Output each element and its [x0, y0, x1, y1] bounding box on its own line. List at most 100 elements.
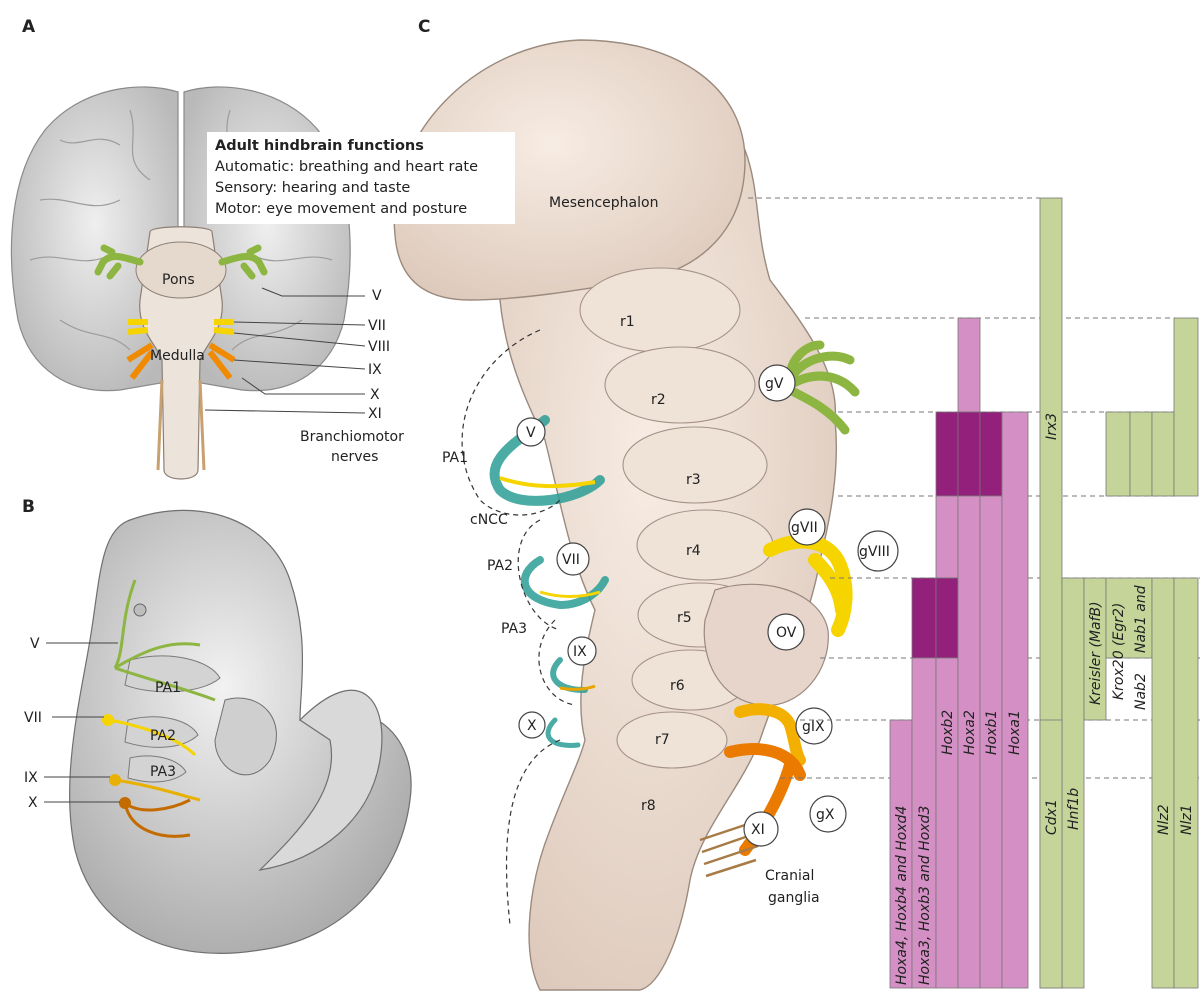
embryo-label-v: V [30, 636, 40, 652]
gene-label-hoxa1: Hoxa1 [1007, 710, 1023, 755]
stream-label-ix: IX [573, 644, 587, 660]
stream-badge-ix [567, 636, 597, 666]
hoxa2-dark [957, 411, 981, 497]
embryo-ganglion-vii [102, 714, 114, 726]
ganglion-gix-badge [795, 707, 833, 745]
ganglion-gviii-label: gVIII [859, 544, 890, 560]
embryo-label-x: X [28, 795, 38, 811]
arch-dashed-outlines [461, 329, 576, 926]
branchiomotor-caption-line2: nerves [331, 449, 378, 465]
panel-b: B V VII IX X PA1 PA2 PA3 [22, 497, 412, 954]
embryo-tail [258, 689, 383, 871]
rhombomere-outlines [579, 267, 774, 769]
adult-hindbrain-functions-box: Adult hindbrain functions Automatic: bre… [207, 132, 515, 224]
pharyngeal-arches [124, 655, 221, 783]
ganglion-gviii-badge [857, 530, 899, 572]
krox20-upper [1105, 411, 1131, 497]
embryo-label-pa3: PA3 [150, 764, 176, 780]
nab-upper [1129, 411, 1153, 497]
brain-left-hemisphere [10, 86, 179, 392]
pons-region [135, 241, 227, 299]
gene-label-hoxb1: Hoxb1 [984, 710, 1000, 755]
rhombomere-r1: r1 [620, 314, 635, 330]
panel-a-letter: A [22, 17, 36, 37]
gene-label-nlz2: Nlz2 [1156, 804, 1172, 835]
gene-label-cdx1: Cdx1 [1044, 799, 1060, 835]
rhombomere-r8: r8 [641, 798, 656, 814]
gene-label-irx3: Irx3 [1044, 413, 1060, 440]
hoxb2-light-mid [935, 495, 959, 579]
gene-label-hox3: Hoxa3, Hoxb3 and Hoxd3 [917, 806, 933, 985]
functions-box-line-motor: Motor: eye movement and posture [215, 201, 468, 217]
functions-box-line-automatic: Automatic: breathing and heart rate [215, 159, 479, 175]
stream-label-v: V [526, 425, 536, 441]
mesencephalon [393, 39, 746, 301]
hox-col-3-dark [911, 577, 937, 659]
nerve-vii-viii-left [127, 319, 149, 335]
pons-label: Pons [162, 272, 195, 288]
embryo-nerve-v [113, 579, 216, 702]
nerve-xi-badge [743, 811, 779, 847]
gene-label-nab-line1: Nab1 and [1133, 585, 1149, 653]
cncc-label: cNCC [470, 512, 508, 528]
nerve-xi-shape [699, 818, 761, 878]
embryo-nerve-vii [109, 718, 197, 757]
nerve-xi-left [156, 379, 164, 471]
panel-c: C Mesencephalon r1 r2 r3 r4 r5 r6 r7 r8 … [393, 17, 1200, 991]
stream-label-vii: VII [562, 552, 580, 568]
nerve-label-xi: XI [368, 406, 382, 422]
nerve-xi-label: XI [751, 822, 765, 838]
gene-label-hoxa2: Hoxa2 [962, 710, 978, 755]
nerve-v-left [94, 244, 144, 280]
embryo-label-ix: IX [24, 770, 38, 786]
ganglion-gx-shape [724, 743, 806, 856]
krox20-nab-lower [1105, 577, 1153, 659]
nerve-label-x: X [370, 387, 380, 403]
embryo-label-pa2: PA2 [150, 728, 176, 744]
stream-badge-v [516, 417, 546, 447]
arch-label-pa1: PA1 [442, 450, 468, 466]
hoxb2-dark-lower [935, 577, 959, 659]
panel-b-leader-lines [44, 642, 120, 803]
hoxb2-dark-upper [935, 411, 959, 497]
ganglion-gix-shape [734, 703, 806, 766]
stream-badge-x [518, 711, 546, 739]
hnf1b-col [1061, 577, 1085, 989]
hoxa2-light-upper [957, 317, 981, 413]
embryo-eye [133, 603, 147, 617]
functions-box-line-sensory: Sensory: hearing and taste [215, 180, 411, 196]
embryo-ganglion-ix [109, 774, 121, 786]
ganglion-gx-badge [809, 795, 847, 833]
rhombomere-r4: r4 [686, 543, 701, 559]
nerve-label-viii: VIII [368, 339, 390, 355]
cranial-ganglia-line1: Cranial [765, 868, 814, 884]
embryo-ganglion-x [119, 797, 131, 809]
medulla-label: Medulla [150, 348, 205, 364]
nerve-label-vii: VII [368, 318, 386, 334]
nerve-label-v: V [372, 288, 382, 304]
stream-badge-vii [556, 542, 590, 576]
ganglion-gvii-badge [788, 508, 826, 546]
rhombomere-r5: r5 [677, 610, 692, 626]
gene-label-hoxb2: Hoxb2 [940, 710, 956, 755]
ganglion-gx-label: gX [816, 807, 835, 823]
ganglion-gv-label: gV [765, 376, 784, 392]
otic-vesicle [703, 583, 829, 706]
arch-label-pa2: PA2 [487, 558, 513, 574]
nlz1-upper [1173, 317, 1199, 497]
rhombomere-r3: r3 [686, 472, 701, 488]
hoxb1-dark [979, 411, 1003, 497]
gene-label-nab-line2: Nab2 [1133, 673, 1149, 710]
hoxa1-col [1001, 411, 1029, 989]
arch-label-pa3: PA3 [501, 621, 527, 637]
gene-label-krox20: Krox20 (Egr2) [1111, 603, 1127, 700]
nlz2-upper [1151, 411, 1175, 497]
nerve-label-ix: IX [368, 362, 382, 378]
nerve-ix-x-left [126, 342, 155, 380]
stream-label-x: X [527, 718, 537, 734]
ganglion-gvii-gviii-shape [763, 534, 853, 637]
gene-label-kreisler: Kreisler (MafB) [1088, 601, 1104, 705]
gene-label-nlz1: Nlz1 [1179, 804, 1195, 835]
rhombomere-r6: r6 [670, 678, 685, 694]
